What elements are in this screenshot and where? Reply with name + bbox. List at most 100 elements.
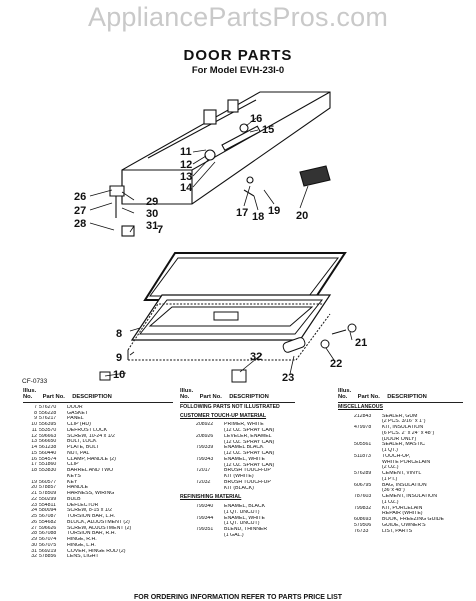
part-no-cell: 76733 <box>354 528 369 534</box>
illus-no-cell: 15 <box>31 450 37 456</box>
description-cell: LEVELER, ENAMEL <box>224 433 272 439</box>
illus-no-header: Illus. No. <box>180 388 194 401</box>
description-cell: (12 OZ. SPRAY CAN) <box>224 451 275 457</box>
description-cell: KEYS <box>67 473 81 479</box>
description-cell: CLAMP, HANDLE (2) <box>67 456 116 462</box>
description-cell: PRIMER, WHITE <box>224 422 264 428</box>
description-cell: GUIDE, OWNER'S <box>382 522 426 528</box>
part-no-cell: 576289 <box>354 471 372 477</box>
part-no-cell: 596663 <box>39 433 57 439</box>
part-no-cell: 799339 <box>196 445 214 451</box>
table-row: (1 PT.) <box>338 477 463 483</box>
illus-no-cell: 13 <box>31 439 37 445</box>
section-heading: MISCELLANEOUS <box>338 403 383 410</box>
description-cell: SEALER, GUM <box>382 413 418 419</box>
part-no-cell: 208926 <box>196 433 214 439</box>
illus-no-cell: 16 <box>31 456 37 462</box>
door-exploded-diagram: 7 8 9 10 11 12 13 14 15 16 17 18 19 20 2… <box>22 91 367 385</box>
description-cell: ENAMEL, WHITE <box>224 515 265 521</box>
table-row: (6 PCS. 2" x 24" x 48") <box>338 431 463 437</box>
callout-19: 19 <box>268 205 280 217</box>
divider <box>180 401 295 403</box>
callout-27: 27 <box>74 205 86 217</box>
illus-no-cell: 11 <box>31 427 37 433</box>
table-row: KIT (WHITE) <box>180 474 295 480</box>
part-no-cell: 606795 <box>354 482 372 488</box>
description-cell: PANEL <box>67 416 84 422</box>
part-no-cell: 608693 <box>354 517 372 523</box>
illus-no-cell: 8 <box>34 410 37 416</box>
part-no-cell: 799340 <box>196 504 214 510</box>
callout-9: 9 <box>116 352 122 364</box>
table-row: (1 GAL.) <box>180 533 295 539</box>
section-heading: REFINISHING MATERIAL <box>180 494 242 501</box>
illus-no-header: Illus. No. <box>23 388 37 401</box>
part-no-header: Part No. <box>357 394 380 401</box>
part-no-cell: 551860 <box>39 462 57 468</box>
callout-26: 26 <box>74 191 86 203</box>
callout-22: 22 <box>330 358 342 370</box>
table-row: 208926 LEVELER, ENAMEL <box>180 434 295 440</box>
part-no-cell: 578856 <box>39 554 57 560</box>
part-no-cell: 567074 <box>39 537 57 543</box>
description-cell: (2 OZ.) <box>382 465 399 471</box>
part-no-cell: 554682 <box>39 519 57 525</box>
callout-30: 30 <box>146 208 158 220</box>
description-header: DESCRIPTION <box>72 394 112 401</box>
description-cell: BOLT, LOCK <box>67 439 97 445</box>
part-no-cell: 72032 <box>196 479 211 485</box>
leader-lines <box>89 117 353 377</box>
description-cell: PLATE, BOLT <box>67 445 100 451</box>
description-cell: (1 GAL.) <box>224 532 244 538</box>
part-no-cell: 550299 <box>39 496 57 502</box>
part-no-cell: 799351 <box>196 527 214 533</box>
divider <box>338 401 463 403</box>
table-row: (1 OZ.) <box>338 500 463 506</box>
description-cell: LENS, LIGHT <box>67 554 99 560</box>
description-cell: BOOK, FREEZING GUIDE <box>382 517 444 523</box>
description-cell: BLOCK, ADJUSTMENT (2) <box>67 519 130 525</box>
description-cell: KIT, PORCELAIN <box>382 505 423 511</box>
column-header: Illus. No. Part No. DESCRIPTION <box>180 388 295 401</box>
table-row: (DOOR ONLY) <box>338 437 463 443</box>
part-no-header: Part No. <box>42 394 65 401</box>
page-title: DOOR PARTS <box>183 47 293 64</box>
description-cell: DEFLECTOR <box>67 502 99 508</box>
illus-no-cell: 22 <box>31 496 37 502</box>
diagram-code: CF-0733 <box>22 378 48 385</box>
column-header: Illus. No. Part No. DESCRIPTION <box>23 388 173 401</box>
table-row: (1 QT.) <box>338 448 463 454</box>
part-no-cell: 561238 <box>39 445 57 451</box>
part-no-cell: 567088 <box>39 531 57 537</box>
illus-no-cell: 25 <box>31 514 37 520</box>
callout-11: 11 <box>180 146 192 158</box>
illus-no-cell: 10 <box>31 422 37 428</box>
column-header: Illus. No. Part No. DESCRIPTION <box>338 388 463 401</box>
page-subtitle: For Model EVH-23I-0 <box>191 65 285 76</box>
part-no-cell: 556228 <box>39 410 57 416</box>
divider <box>23 401 173 403</box>
description-cell: (1 OZ.) <box>382 499 399 505</box>
part-no-cell: 554811 <box>39 502 56 508</box>
illus-no-cell: 12 <box>31 433 37 439</box>
part-no-cell: 556395 <box>39 422 57 428</box>
part-no-cell: 799343 <box>196 456 214 462</box>
table-row: KEYS <box>23 474 173 480</box>
part-no-cell: 479978 <box>354 425 372 431</box>
description-cell: BLEND, THINNER <box>224 527 268 533</box>
description-cell: CLIP (HD) <box>67 422 91 428</box>
